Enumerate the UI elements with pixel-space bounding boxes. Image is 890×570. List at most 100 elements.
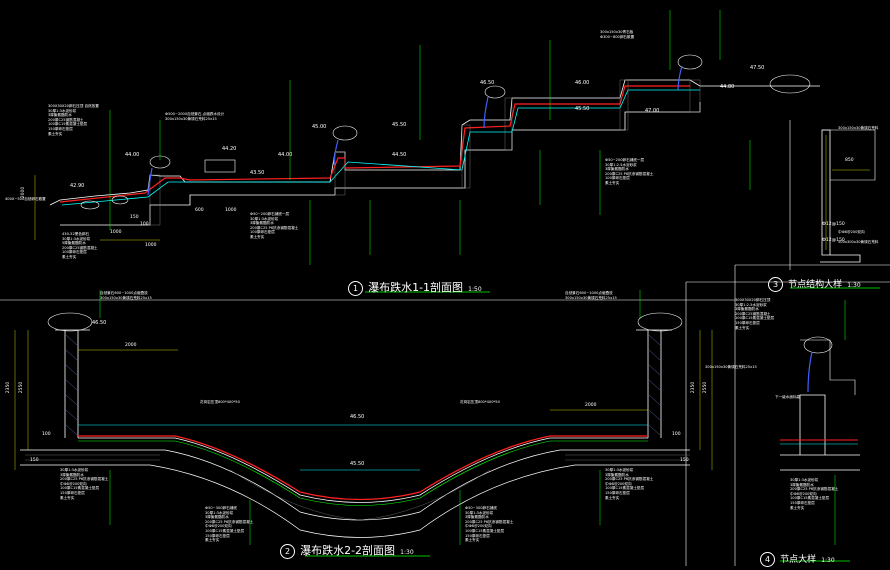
s1-note-20: 100厚碎石垫层	[250, 230, 275, 235]
s2-dim-2: 2350	[6, 381, 12, 394]
d4-note-0: 300X30X20卵石压顶	[735, 298, 771, 302]
section2-leaders	[99, 290, 641, 545]
section2-dims	[14, 330, 713, 470]
s2-note-right-0: 30厚1:3水泥砂浆	[605, 468, 634, 472]
section1-profile	[49, 79, 820, 206]
s1-notes-b: Ф500~2000自然景石,点缀跌水设计 300x150x30黄锈石荒料25x1…	[165, 112, 224, 121]
s2-note-left-3: 中Ф8@200双向	[60, 481, 87, 486]
s1-elev-1: 44.00	[125, 152, 140, 158]
s2-note-br-6: 150厚碎石垫层	[465, 533, 490, 538]
section1-water-red	[59, 85, 690, 203]
s1-elev-5: 45.00	[312, 124, 327, 130]
s2-note-br-7: 素土夯实	[465, 538, 480, 543]
s2-note-left-1: 3厚聚氨酯防水	[60, 472, 84, 477]
detail4-rock	[803, 336, 833, 354]
s1-note-17: 30厚1:3水泥砂浆	[250, 216, 279, 221]
s2-dim-7: 100	[672, 432, 681, 437]
section2-bed-white	[78, 437, 648, 503]
s2-water-label-1: 花岗岩压顶800*400*50	[460, 400, 500, 404]
s2-note-br-4: 中Ф8@200双向	[465, 524, 492, 529]
s2-dim-0: 2000	[125, 343, 137, 348]
s2-dim-3: 2550	[19, 381, 25, 394]
section2-rocks	[47, 312, 683, 332]
d4-note-2: 3厚聚氨酯防水	[735, 307, 759, 312]
section1-rocks	[80, 54, 811, 210]
d4-note-3: 200厚C25钢筋混凝土	[735, 311, 771, 316]
s1-notes-c: 430-52黑色卵石 30厚1:3水泥砂浆 5厚聚氨酯防水 200厚C25钢筋混…	[62, 232, 98, 260]
view-number-3: 3	[768, 277, 783, 292]
view-name-3: 节点结构大样	[788, 280, 843, 290]
s1-note-27: 200厚C25 P6抗渗钢筋混凝土	[605, 171, 654, 176]
d4-note-11: 中Ф8@200双向	[790, 491, 817, 496]
d3-note-0: 300x150x30黄锈石荒料	[838, 126, 879, 130]
section2-walls	[55, 329, 672, 438]
s2-dim-9: 150	[680, 458, 689, 463]
s1-dim-6: 1000	[225, 208, 237, 213]
d4-note-7: 300x150x30黄锈石荒料25x15	[705, 365, 757, 369]
s1-notes-e: 300x150x30青石板 Ф300~800卵石散置	[600, 30, 634, 39]
s2-note-left-5: 150厚碎石垫层	[60, 490, 85, 495]
s1-note-0: 300X30X20卵石压顶 自然放置	[48, 104, 99, 108]
detail-4	[780, 300, 860, 545]
s1-elev-10: 47.00	[645, 108, 660, 114]
s1-note-10: 430-52黑色卵石	[62, 232, 90, 236]
s2-elev-1: 46.50	[350, 414, 365, 420]
s2-note-right-6: 素土夯实	[605, 495, 620, 500]
d4-note-4: 100厚C15素混凝土垫层	[735, 316, 775, 321]
section1-leaders	[109, 10, 751, 265]
section2-bed-red	[78, 435, 648, 501]
view-scale-2: 1:30	[400, 549, 414, 556]
s1-elev-12: 46.00	[575, 80, 590, 86]
s2-dim-8: 150	[30, 458, 39, 463]
s1-dim-2: 150	[130, 215, 139, 220]
s2-note-bl-6: 150厚碎石垫层	[205, 533, 230, 538]
s1-note-29: 素土夯实	[605, 180, 620, 185]
d3-dim-1: Ф12@150	[822, 238, 845, 243]
s1-note-6: 素土夯实	[48, 131, 63, 136]
view-name-4: 节点大样	[780, 555, 817, 565]
d3-note-1: 中Ф8@200双向	[838, 230, 865, 234]
view-scale-1: 1:50	[468, 286, 482, 293]
s1-dim-3: 100	[140, 222, 149, 227]
s1-note-11: 30厚1:3水泥砂浆	[62, 236, 91, 241]
d4-note-6: 素土夯实	[735, 325, 750, 330]
s2-dim-5: 2550	[703, 381, 709, 394]
d4-note-8: 30厚1:3水泥砂浆	[790, 478, 819, 482]
s1-elev-6: 45.50	[392, 122, 407, 128]
s1-note-23: Ф300~800卵石散置	[600, 34, 635, 39]
s2-note-left-2: 200厚C25 P6抗渗钢筋混凝土	[60, 477, 109, 482]
s2-note-bl-4: 中Ф8@200双向	[205, 524, 232, 529]
s2-note-top-2: 自然景石600~1000点缀叠放	[565, 291, 613, 295]
section1-dims	[34, 175, 160, 241]
s1-elev-7: 44.50	[392, 152, 407, 158]
s1-note-28: 100厚碎石垫层	[605, 176, 630, 181]
s2-note-bl-1: 30厚1:3水泥砂浆	[205, 510, 234, 515]
s2-water-label-0: 花岗岩压顶800*400*50	[200, 400, 240, 404]
section1-hatch	[149, 79, 701, 226]
d3-dim-0: Ф12@150	[822, 222, 845, 227]
s2-note-bl-7: 素土夯实	[205, 538, 220, 543]
d4-note-10: 200厚C25 P6抗渗钢筋混凝土	[790, 487, 839, 492]
section-2-2	[14, 290, 713, 545]
s1-elev-4: 44.00	[278, 152, 293, 158]
s1-note-24: Ф50~200卵石铺底一层	[605, 158, 645, 162]
s2-note-br-2: 3厚聚氨酯防水	[465, 515, 489, 520]
s1-note-13: 200厚C25钢筋混凝土	[62, 245, 98, 250]
detail3-outline	[822, 129, 876, 181]
d4-note-14: 素土夯实	[790, 505, 805, 510]
d4-note-12: 100厚C15素混凝土垫层	[790, 496, 830, 501]
detail4-waterfall	[807, 351, 813, 393]
s2-notes-bottom-left: Ф50~300卵石铺底 30厚1:3水泥砂浆 3厚聚氨酯防水 200厚C25 P…	[205, 506, 253, 543]
s1-note-8: 300x150x30黄锈石荒料25x15	[165, 116, 217, 121]
view-scale-4: 1:30	[821, 557, 835, 564]
detail-3	[820, 129, 876, 263]
s2-note-br-3: 200厚C25 P6抗渗钢筋混凝土	[465, 519, 514, 524]
view-frames	[0, 120, 890, 566]
s2-note-right-3: 中Ф8@200双向	[605, 481, 632, 486]
s1-note-21: 素土夯实	[250, 234, 265, 239]
s2-note-top-0: 自然景石600~1000点缀叠放	[100, 291, 148, 295]
s1-note-14: 100厚碎石垫层	[62, 250, 87, 255]
s1-note-5: 150厚碎石垫层	[48, 126, 73, 131]
s2-note-top-1: 300x150x30黄锈石荒料25x15	[100, 295, 152, 300]
